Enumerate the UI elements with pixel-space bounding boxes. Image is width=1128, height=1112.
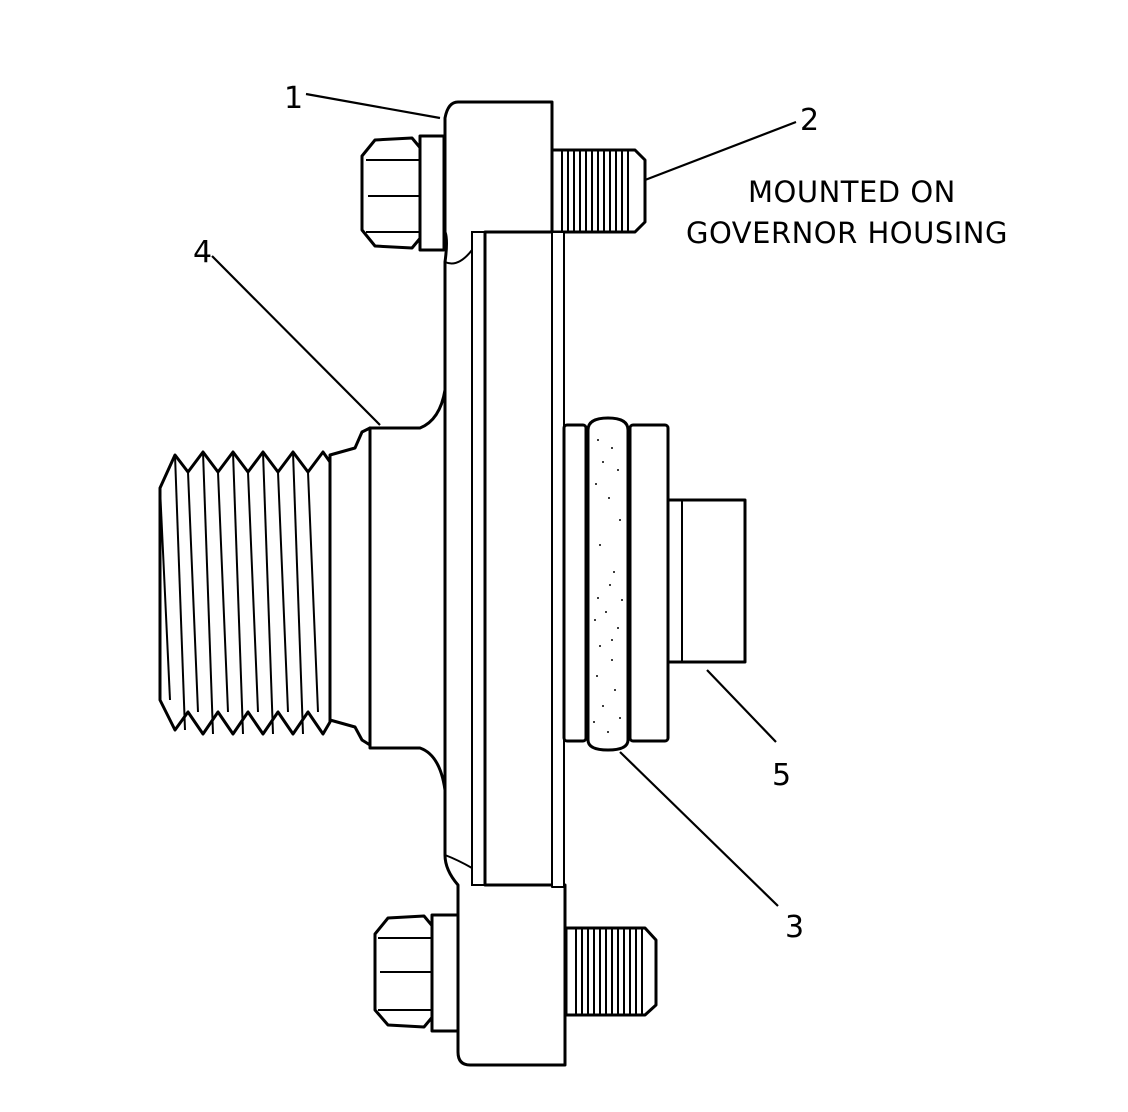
callout-3: 3 bbox=[785, 910, 804, 945]
top-stud-thread bbox=[550, 148, 647, 234]
bottom-stud-thread bbox=[564, 926, 658, 1017]
leader-1 bbox=[305, 92, 441, 120]
leader-2 bbox=[644, 120, 797, 182]
seal-rings bbox=[562, 416, 670, 752]
caption-line-1: MOUNTED ON bbox=[748, 175, 956, 209]
callout-1: 1 bbox=[284, 81, 303, 116]
fitting-hub bbox=[328, 388, 447, 792]
fitting-thread bbox=[158, 450, 332, 736]
flange-plate bbox=[443, 100, 567, 1067]
flange-boss bbox=[551, 231, 565, 888]
o-ring-stipple bbox=[593, 439, 623, 733]
leader-4 bbox=[211, 255, 381, 426]
top-bolt-head bbox=[360, 134, 446, 252]
pilot-spigot bbox=[666, 498, 747, 664]
leader-lines bbox=[211, 92, 797, 907]
bottom-bolt-head bbox=[373, 913, 460, 1033]
callout-4: 4 bbox=[193, 235, 212, 270]
leader-5 bbox=[706, 669, 777, 743]
caption-line-2: GOVERNOR HOUSING bbox=[686, 216, 1008, 250]
callout-5: 5 bbox=[772, 758, 791, 793]
callout-2: 2 bbox=[800, 103, 819, 138]
leader-3 bbox=[619, 751, 779, 907]
